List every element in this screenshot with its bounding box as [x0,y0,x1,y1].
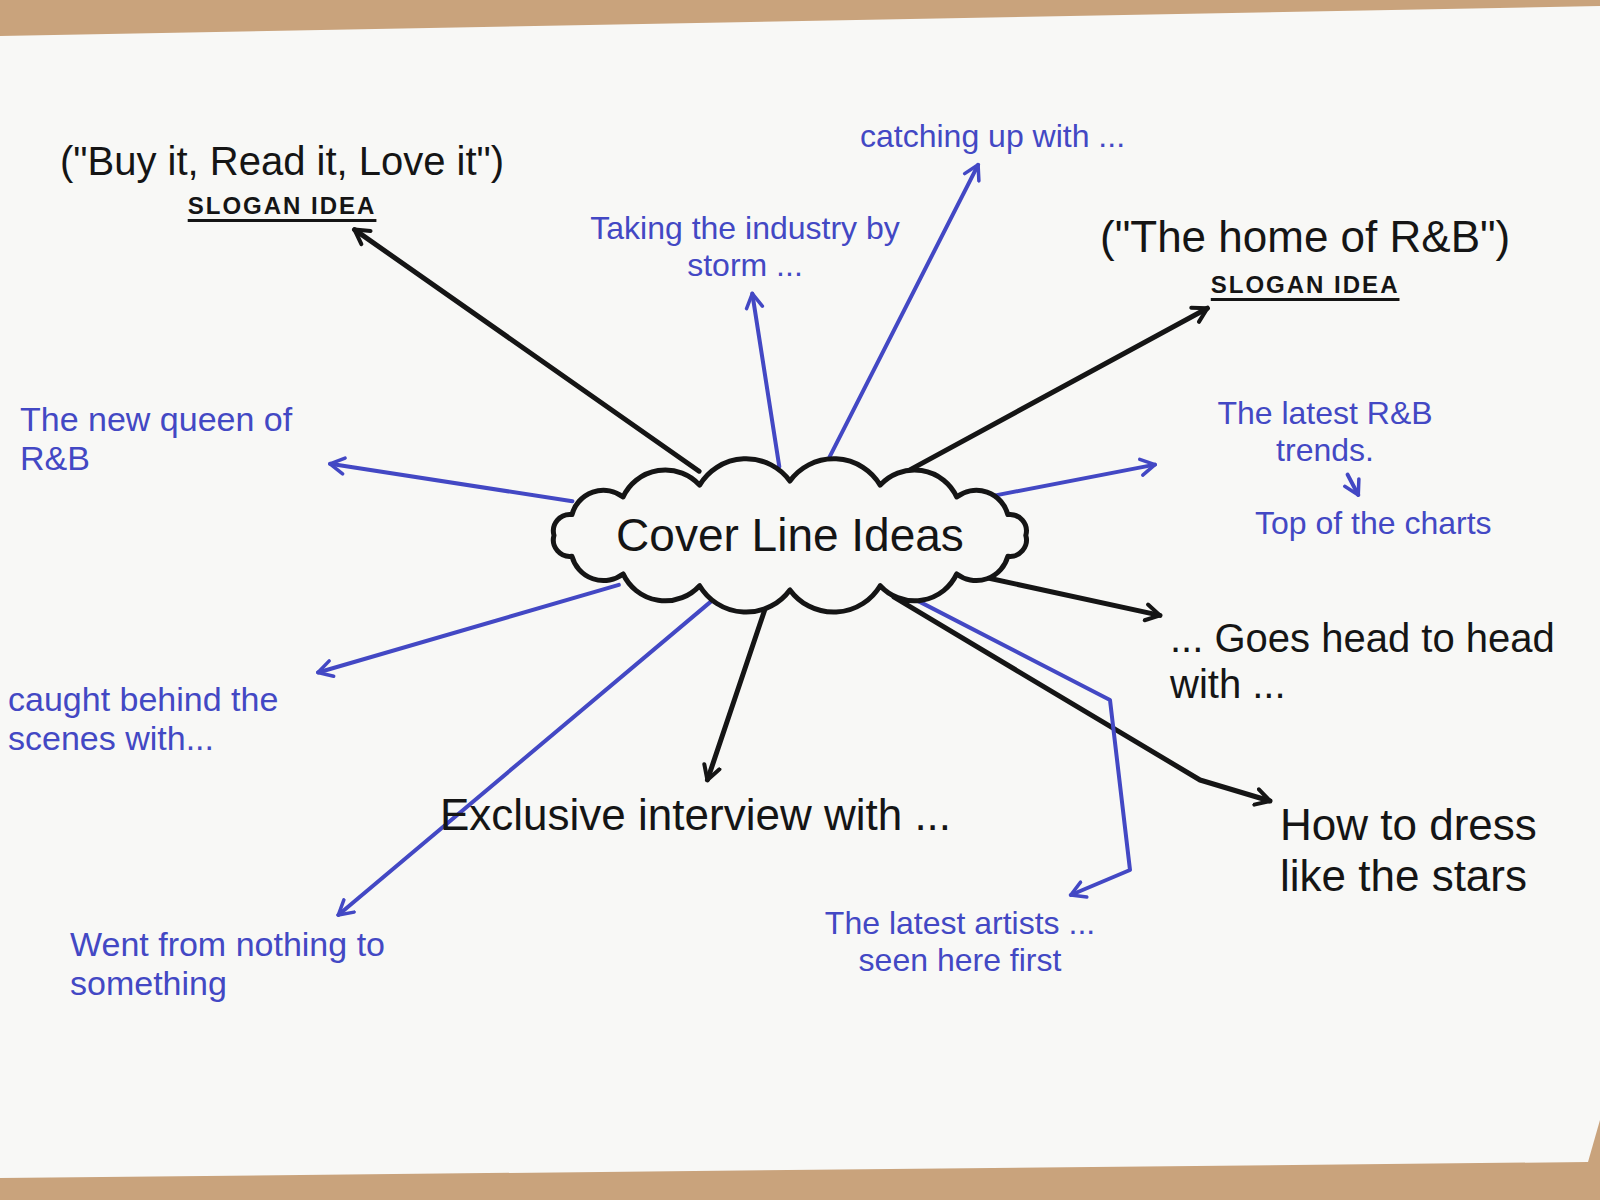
central-topic: Cover Line Ideas [616,509,964,562]
cover-line-idea: catching up with ... [860,118,1125,155]
cover-line-idea: Top of the charts [1255,505,1492,542]
cover-line-idea: caught behind the scenes with... [8,680,308,758]
slogan-label: SLOGAN IDEA [1100,271,1510,299]
cover-line-idea: The latest artists ... seen here first [800,905,1120,979]
cover-line-idea: Taking the industry by storm ... [580,210,910,284]
cover-line-idea: ("The home of R&B") [1100,212,1510,263]
arrow-connector [994,465,1155,496]
arrow-connector [907,595,1130,895]
cover-line-idea: Exclusive interview with ... [440,790,951,841]
paper-background [0,6,1600,1178]
idea-text-node: ("The home of R&B") SLOGAN IDEA [1100,212,1510,298]
idea-text-node: The new queen of R&B [20,400,320,478]
cover-line-idea: ("Buy it, Read it, Love it") [60,138,504,184]
arrow-connector [338,600,712,915]
arrow-connector [355,230,700,472]
arrow-connector [318,585,619,673]
idea-text-node: The latest artists ... seen here first [800,905,1120,979]
cloud-node: Cover Line Ideas [534,461,1046,610]
cover-line-idea: The latest R&B trends. [1165,395,1485,469]
arrow-connector [707,603,767,780]
idea-text-node: The latest R&B trends. [1165,395,1485,469]
idea-text-node: ("Buy it, Read it, Love it") SLOGAN IDEA [60,138,504,220]
cover-line-idea: The new queen of R&B [20,400,320,478]
idea-text-node: How to dress like the stars [1280,800,1590,901]
arrow-connector [986,578,1160,616]
idea-text-node: Went from nothing to something [70,925,490,1003]
arrow-connector [330,464,572,502]
slogan-label: SLOGAN IDEA [60,192,504,220]
idea-text-node: Exclusive interview with ... [440,790,951,841]
idea-text-node: Taking the industry by storm ... [580,210,910,284]
idea-text-node: caught behind the scenes with... [8,680,308,758]
cover-line-idea: ... Goes head to head with ... [1170,615,1570,707]
cover-line-idea: How to dress like the stars [1280,800,1590,901]
arrow-connector [1348,475,1359,495]
cloud-shape [553,458,1026,611]
idea-text-node: catching up with ... [860,118,1125,155]
cover-line-idea: Went from nothing to something [70,925,490,1003]
arrow-connector [903,308,1208,474]
idea-text-node: Top of the charts [1255,505,1492,542]
idea-text-node: ... Goes head to head with ... [1170,615,1570,707]
arrow-connector [752,294,779,467]
